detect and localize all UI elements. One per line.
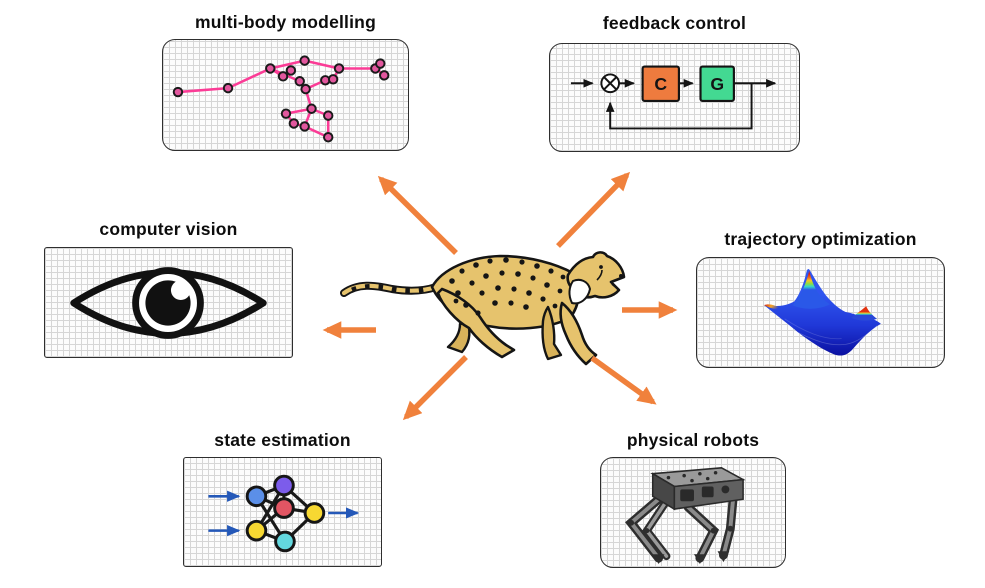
block-diagram-icon: C G [570,65,777,130]
panel-trajectory-optimization [696,257,945,368]
feedback-loop-line [605,83,753,130]
network-graph-icon [208,474,360,553]
network-node [303,502,326,524]
skeleton-node [327,74,339,85]
running-cheetah-illustration [340,251,626,366]
panel-multi-body-modelling [162,39,409,151]
skeleton-node [280,108,292,119]
panel-title-trajectory-optimization: trajectory optimization [724,229,917,249]
network-node [273,474,295,497]
skeleton-node [323,132,334,143]
network-node [273,497,295,519]
skeleton-edge [177,86,229,94]
skeleton-edge [227,67,271,90]
skeleton-edge [304,59,340,70]
panel-title-physical-robots: physical robots [626,430,760,450]
skeleton-node [300,83,311,95]
arrow-to-multi-body-modelling [377,175,458,255]
skeleton-node [222,82,234,94]
controller-block [641,65,680,103]
skeleton-node [323,110,334,121]
panel-physical-robots [600,457,786,568]
skeleton-node [299,55,310,66]
plant-block [699,65,735,103]
surface-plot-icon [764,269,881,356]
panel-title-multi-body-modelling: multi-body modelling [195,12,376,32]
skeleton-node [288,118,300,129]
panel-title-state-estimation: state estimation [214,430,351,450]
skeleton-edge [269,59,305,70]
skeleton-node [333,63,345,74]
skeleton-node [172,86,184,98]
panel-state-estimation [183,457,382,567]
skeleton-node [294,76,305,87]
panel-title-feedback-control: feedback control [602,13,747,33]
eye-icon [70,267,267,339]
panel-feedback-control: C G [549,43,800,152]
arrow-to-feedback-control [556,171,631,248]
skeleton-node [378,70,390,81]
skeleton-node [306,103,317,114]
quadruped-robot-icon [625,467,746,565]
panel-computer-vision [44,247,293,358]
network-node [245,519,268,542]
panel-title-computer-vision: computer vision [99,219,238,239]
network-node [274,530,296,553]
skeleton-node [285,65,297,76]
controller-block-label: C [654,74,667,94]
plant-block-label: G [710,74,724,94]
skeleton-graph-icon [172,55,390,143]
skeleton-node [299,121,310,132]
skeleton-node [375,58,386,69]
skeleton-node [277,71,289,82]
network-node [245,485,268,508]
skeleton-node [265,63,276,74]
summing-junction-icon [600,73,621,94]
